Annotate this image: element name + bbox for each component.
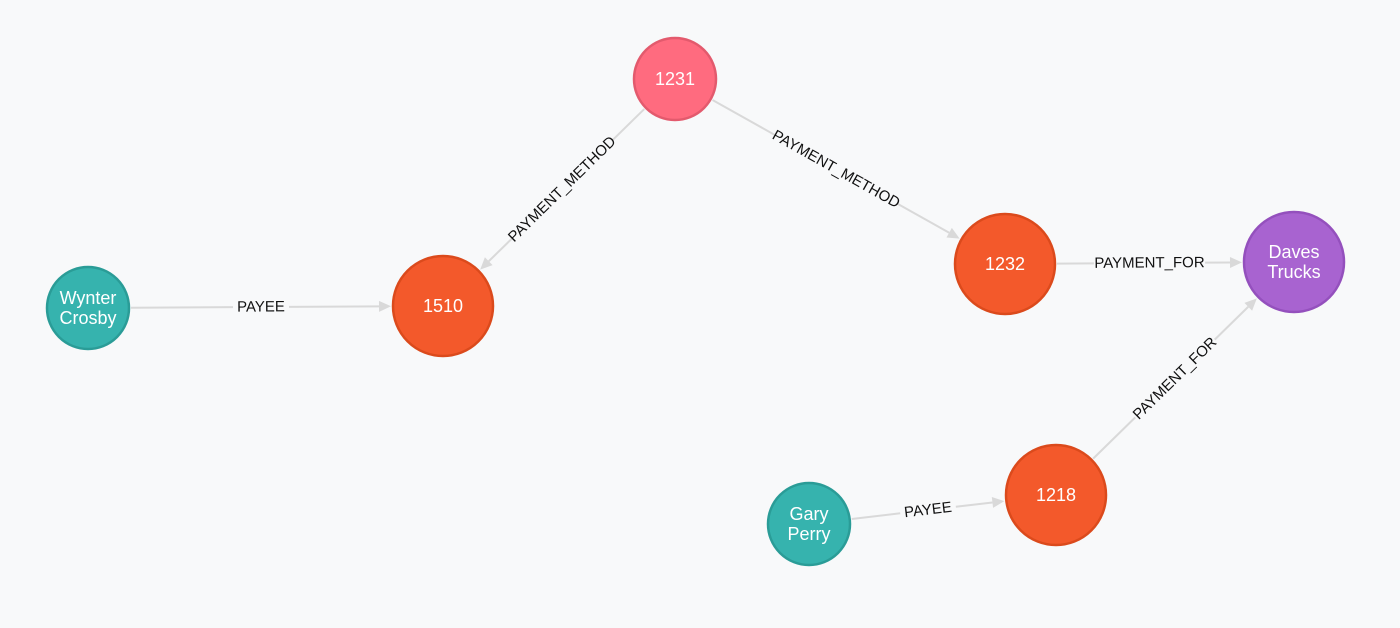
arrowhead-icon <box>378 300 392 312</box>
node-circle[interactable] <box>1004 443 1108 547</box>
edge-line <box>896 202 950 234</box>
node-1231[interactable]: 1231 <box>632 36 718 122</box>
edge-n1231-n1510[interactable]: PAYMENT_METHOD <box>480 108 645 270</box>
arrowhead-icon <box>991 497 1005 508</box>
node-1218[interactable]: 1218 <box>1004 443 1108 547</box>
edge-wynter-n1510[interactable]: PAYEE <box>130 298 392 316</box>
edge-line <box>130 306 234 309</box>
edge-n1218-daves[interactable]: PAYMENT_FOR <box>1092 298 1257 460</box>
node-1232[interactable]: 1232 <box>953 212 1057 316</box>
edge-line <box>955 501 993 508</box>
edge-label: PAYEE <box>237 298 285 315</box>
edge-label: PAYMENT_METHOD <box>769 127 903 212</box>
arrowhead-icon <box>1244 298 1257 311</box>
node-circle[interactable] <box>953 212 1057 316</box>
node-circle[interactable] <box>391 254 495 358</box>
edge-label: PAYEE <box>903 499 952 521</box>
edge-gary-n1218[interactable]: PAYEE <box>851 497 1005 521</box>
edge-line <box>1092 416 1136 460</box>
edge-n1232-daves[interactable]: PAYMENT_FOR <box>1056 254 1243 272</box>
node-circle[interactable] <box>766 481 852 567</box>
arrowhead-icon <box>946 227 960 239</box>
node-circle[interactable] <box>632 36 718 122</box>
node-circle[interactable] <box>1242 210 1346 314</box>
edge-line <box>488 237 514 262</box>
arrowhead-icon <box>1229 256 1243 268</box>
edge-label: PAYMENT_METHOD <box>505 133 620 246</box>
edge-line <box>1214 306 1249 341</box>
arrowhead-icon <box>480 257 493 270</box>
edge-label: PAYMENT_FOR <box>1094 254 1205 272</box>
edge-line <box>712 99 777 137</box>
edge-label: PAYMENT_FOR <box>1130 334 1221 423</box>
edge-line <box>288 305 380 308</box>
edge-line <box>851 512 901 520</box>
node-circle[interactable] <box>45 265 131 351</box>
edge-n1231-n1232[interactable]: PAYMENT_METHOD <box>712 99 960 239</box>
edge-line <box>611 108 645 142</box>
node-1510[interactable]: 1510 <box>391 254 495 358</box>
